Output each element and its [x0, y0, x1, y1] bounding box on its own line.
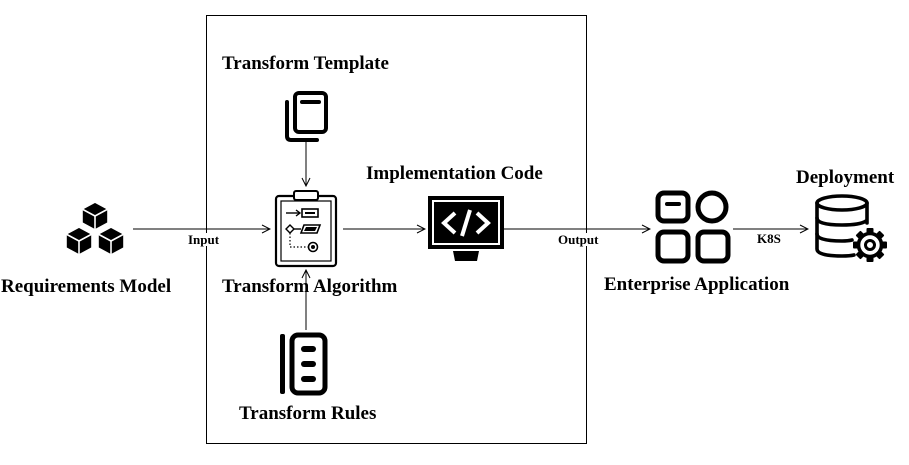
- rules-list-icon: [280, 332, 328, 396]
- label-deployment: Deployment: [796, 167, 895, 188]
- copy-documents-icon: [285, 91, 328, 142]
- edge-label-output: Output: [556, 232, 601, 247]
- clipboard-flowchart-icon: [274, 190, 338, 268]
- label-transform-template: Transform Template: [222, 53, 389, 74]
- app-grid-icon: [655, 190, 731, 264]
- edge-label-k8s: K8S: [755, 231, 783, 246]
- label-transform-algorithm: Transform Algorithm: [222, 276, 398, 297]
- label-enterprise-application: Enterprise Application: [604, 274, 790, 295]
- label-requirements-model: Requirements Model: [1, 276, 172, 297]
- database-gear-icon: [815, 194, 887, 262]
- cubes-icon: [65, 201, 125, 256]
- label-transform-rules: Transform Rules: [239, 403, 377, 424]
- edge-label-input: Input: [186, 232, 222, 247]
- code-monitor-icon: [428, 196, 504, 261]
- label-implementation-code: Implementation Code: [366, 163, 543, 184]
